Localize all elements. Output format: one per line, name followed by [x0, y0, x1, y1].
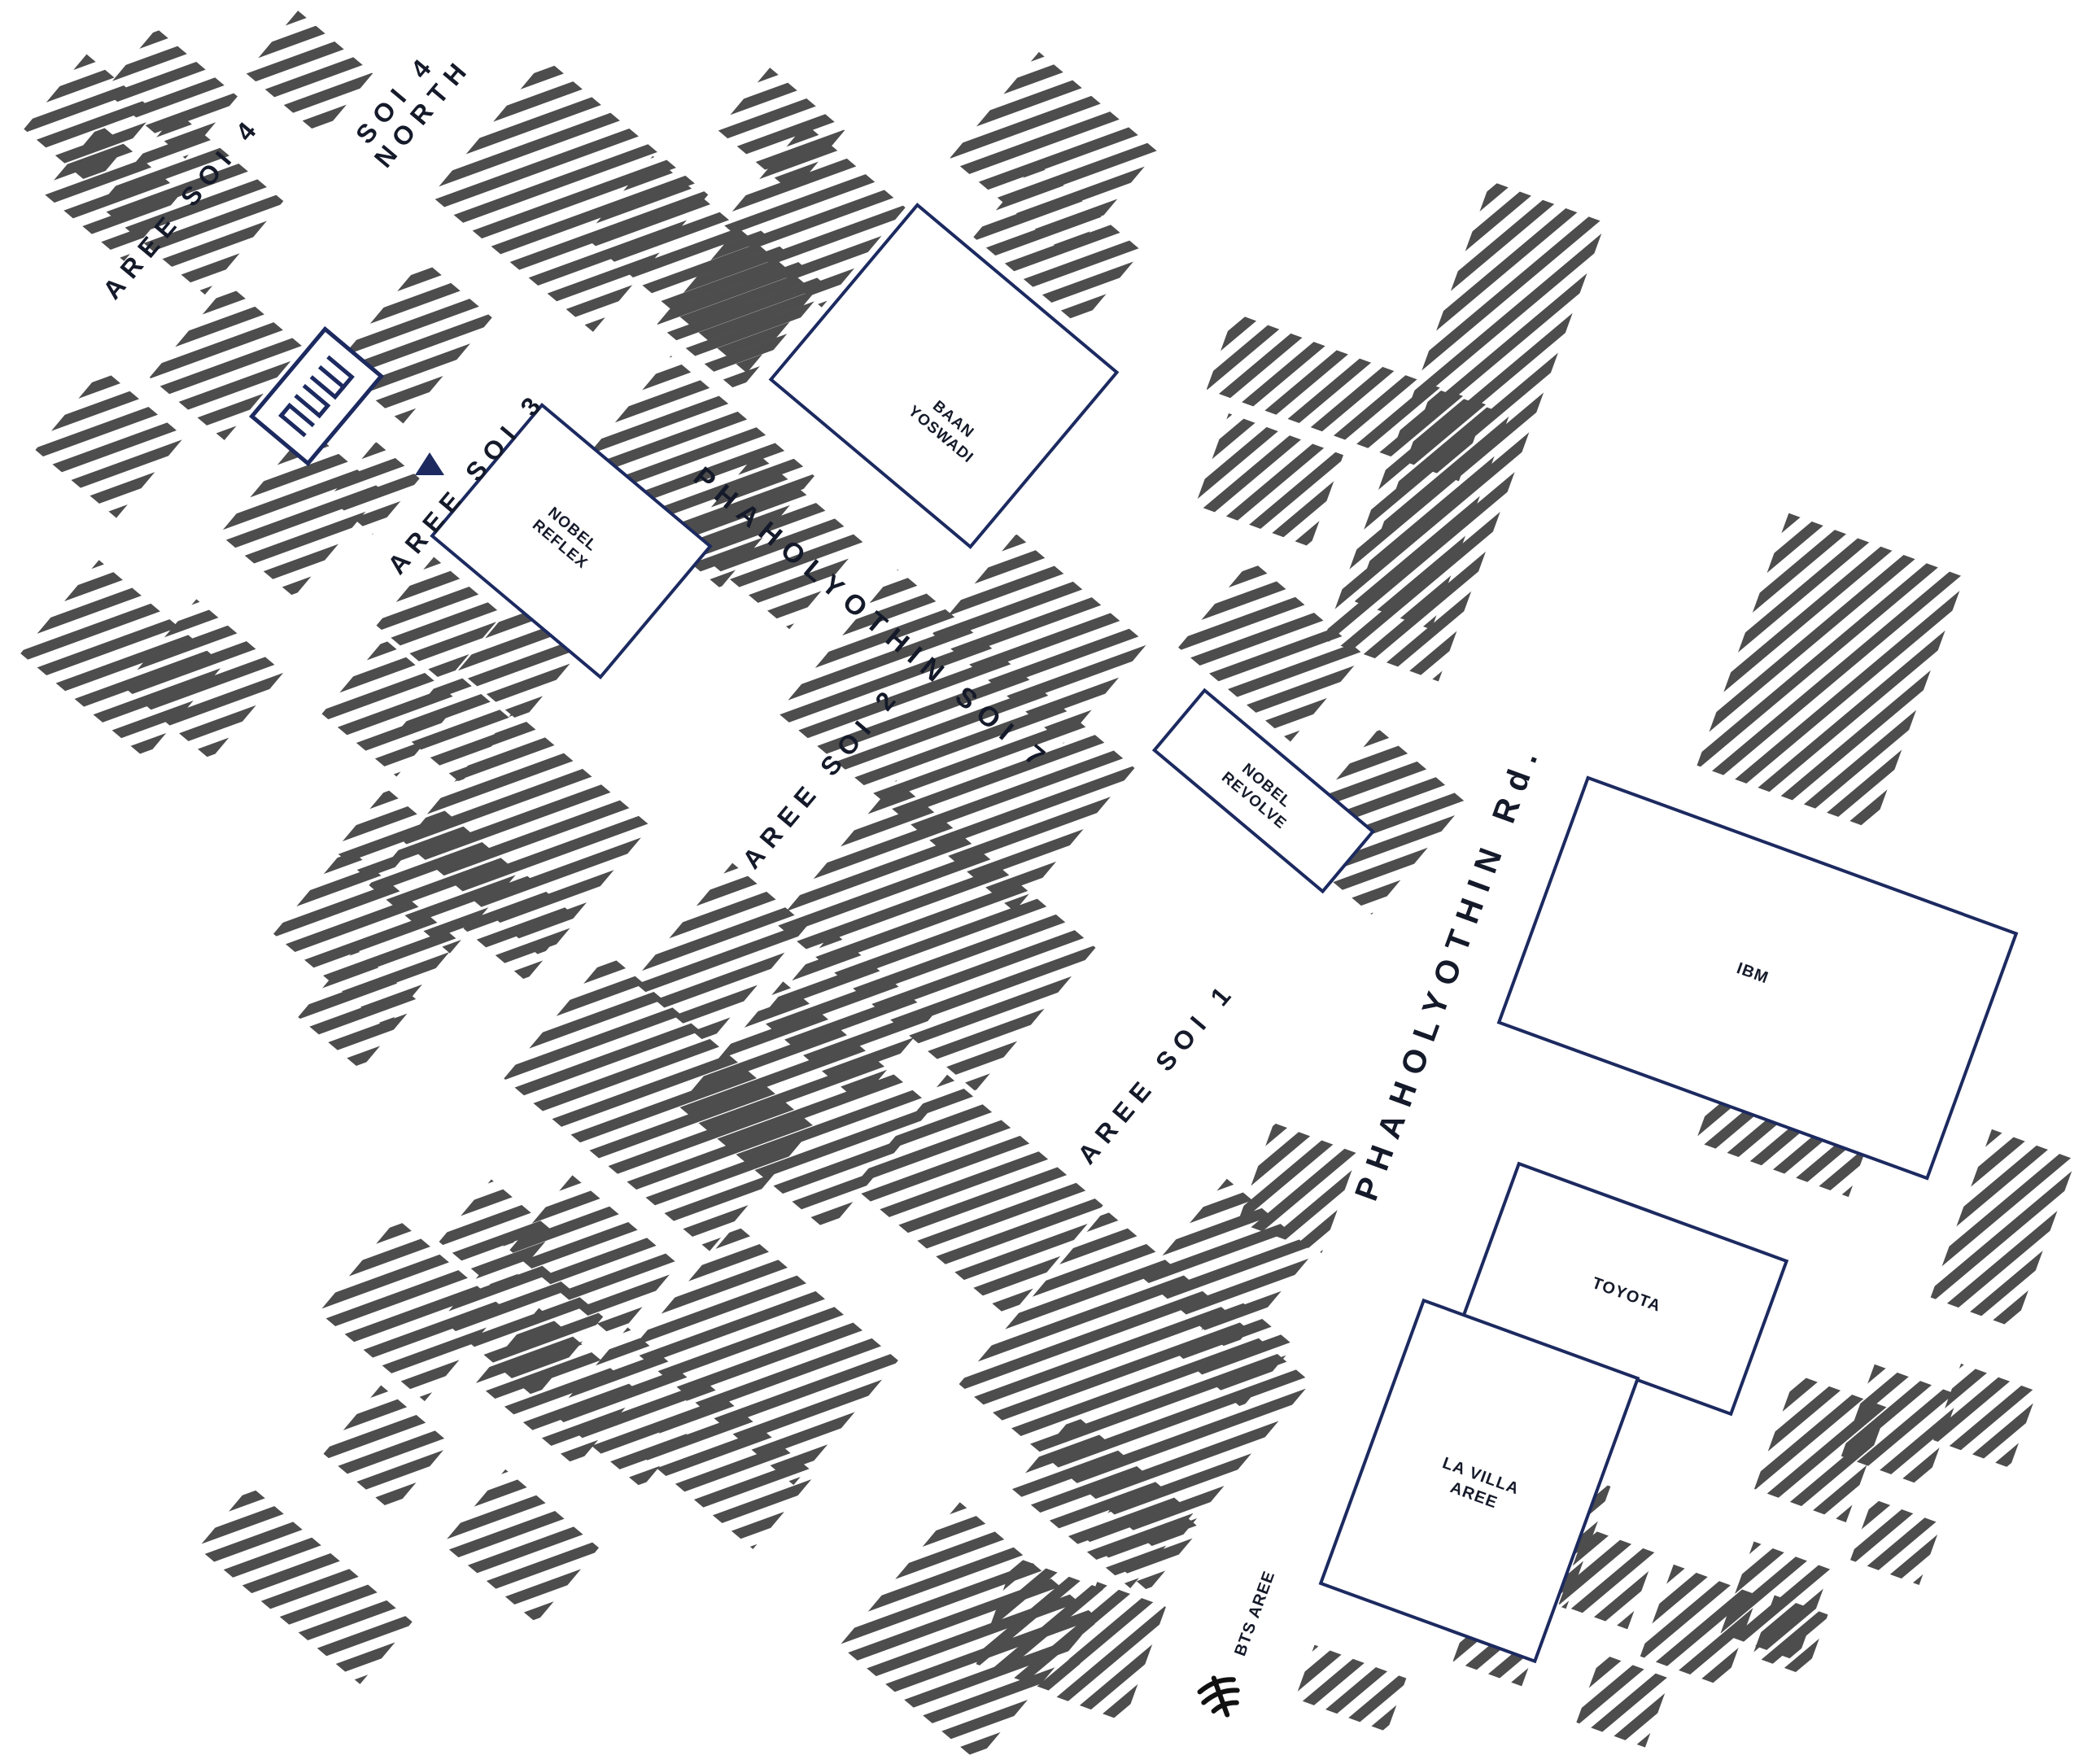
landmark-nobel-reflex[interactable]: NOBEL REFLEX — [430, 402, 713, 680]
city-block — [198, 1486, 413, 1684]
city-block — [1195, 413, 1343, 548]
city-block — [973, 162, 1142, 326]
city-block — [35, 369, 185, 518]
city-block — [853, 1074, 1103, 1318]
city-block — [123, 599, 284, 760]
brand-logo-icon — [278, 355, 355, 438]
city-block — [104, 28, 238, 159]
brand-logo[interactable] — [249, 325, 384, 467]
city-block — [1238, 1123, 1358, 1253]
city-block — [640, 1380, 816, 1549]
city-block — [1850, 1499, 1941, 1585]
city-block — [323, 1385, 450, 1512]
city-block — [1085, 1476, 1201, 1592]
city-block — [376, 557, 503, 683]
city-block — [329, 442, 420, 535]
bts-icon — [1197, 1675, 1240, 1718]
city-block — [441, 1238, 604, 1399]
city-block — [219, 428, 383, 597]
city-block — [1179, 1293, 1295, 1408]
city-blocks — [20, 11, 2076, 1761]
city-block — [632, 862, 808, 1045]
city-block — [404, 710, 651, 958]
road-aree-soi-1: AREE SOI 1 — [1072, 975, 1242, 1169]
city-block — [509, 1175, 679, 1339]
city-block — [1752, 1595, 1828, 1676]
location-marker[interactable] — [415, 452, 444, 475]
city-block — [759, 931, 933, 1103]
city-block — [245, 11, 373, 136]
city-block — [1178, 560, 1364, 742]
city-block — [504, 954, 814, 1251]
city-block — [1640, 1564, 1758, 1688]
city-block — [298, 948, 418, 1070]
city-block — [1576, 1653, 1670, 1748]
city-block — [657, 218, 828, 392]
bts-aree-label: BTS AREE — [1231, 1569, 1278, 1659]
city-block — [1295, 1644, 1407, 1732]
landmark-ibm[interactable]: IBM — [1496, 775, 2019, 1181]
city-block — [273, 846, 459, 1028]
city-block — [1355, 387, 1509, 630]
city-block — [932, 534, 1147, 744]
city-block — [442, 1469, 600, 1623]
city-block — [959, 1209, 1312, 1557]
city-block — [950, 51, 1158, 258]
city-block — [318, 1218, 504, 1402]
bts-station[interactable]: BTS AREE — [1197, 1569, 1279, 1722]
city-block — [631, 1224, 898, 1486]
landmark-baan-yoswadi[interactable]: BAAN YOSWADI — [768, 203, 1120, 549]
city-block — [1932, 1363, 2038, 1469]
city-block — [439, 1179, 554, 1295]
city-block — [1753, 1374, 1889, 1522]
city-block — [1055, 1582, 1166, 1722]
city-block — [683, 452, 863, 630]
triangle-marker-icon — [415, 452, 444, 475]
landmark-nobel-revolve[interactable]: NOBEL REVOLVE — [1151, 688, 1376, 894]
city-block — [149, 283, 303, 441]
city-block — [98, 111, 284, 295]
city-block — [777, 569, 1135, 912]
city-block — [775, 780, 1096, 1091]
city-block — [463, 866, 579, 981]
landmark-toyota[interactable]: TOYOTA — [1461, 1161, 1789, 1417]
city-block — [1930, 1129, 2076, 1329]
city-block — [1697, 513, 1965, 830]
landmark-la-villa-aree[interactable]: LA VILLA AREE — [1318, 1298, 1640, 1664]
city-block — [1558, 1527, 1656, 1630]
city-block — [1841, 1364, 1959, 1487]
